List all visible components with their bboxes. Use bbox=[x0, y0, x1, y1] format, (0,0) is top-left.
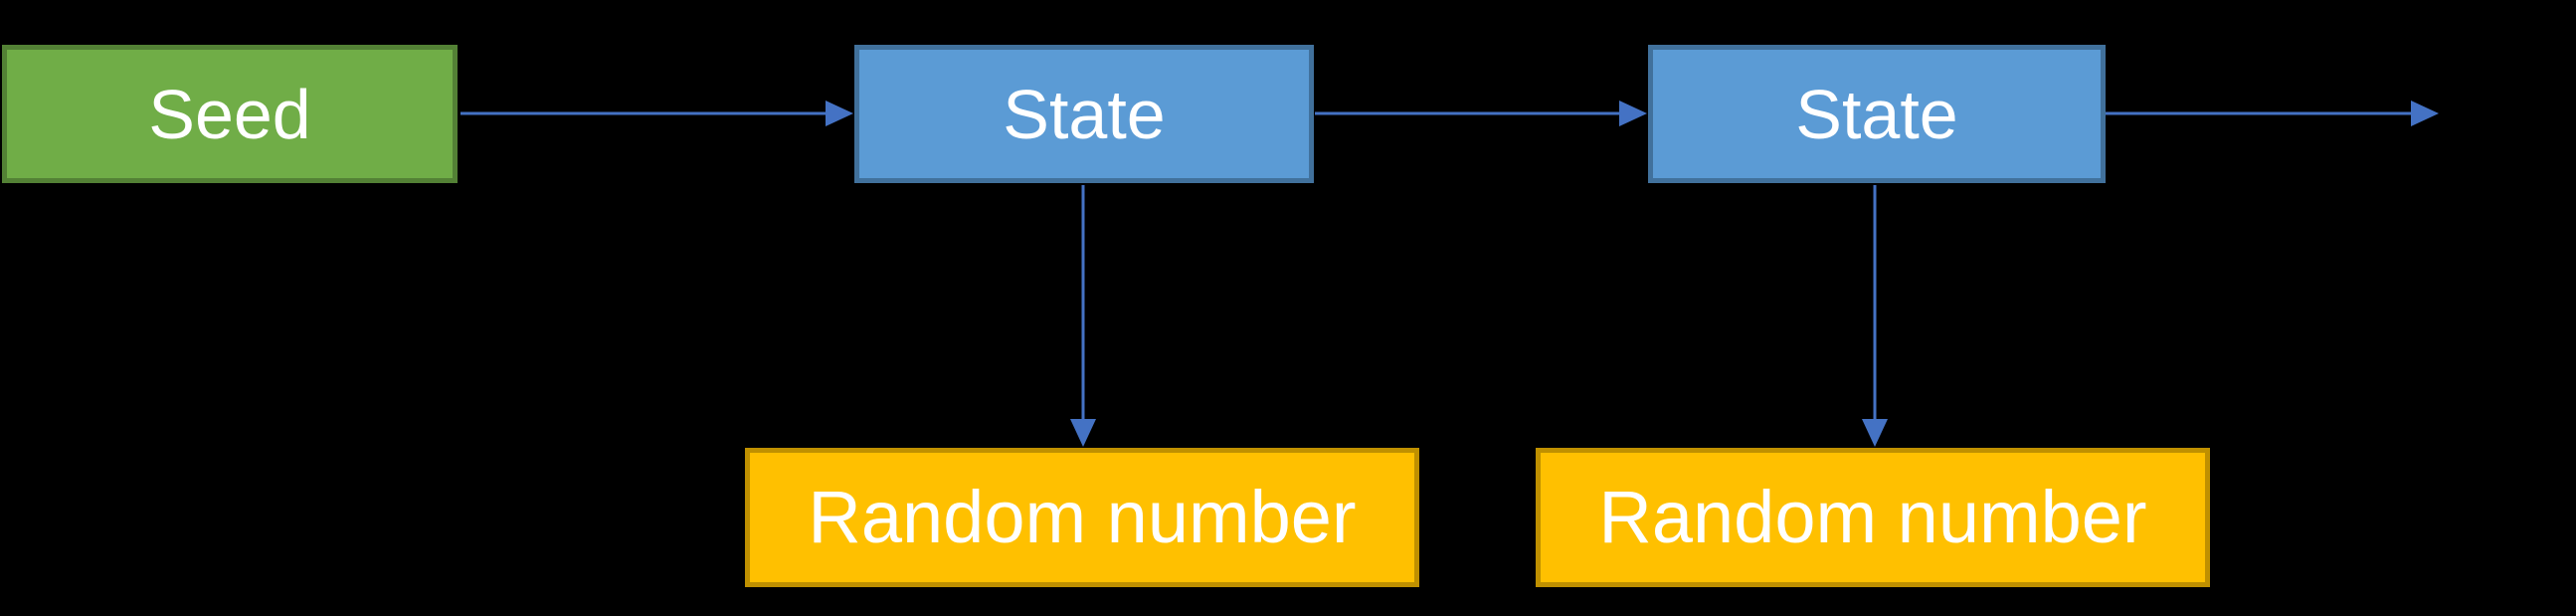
node-state-2: State bbox=[1648, 45, 2106, 183]
node-random-number-2-label: Random number bbox=[1598, 476, 2147, 558]
node-random-number-1: Random number bbox=[745, 448, 1419, 587]
node-random-number-2: Random number bbox=[1536, 448, 2210, 587]
node-seed-label: Seed bbox=[148, 75, 311, 153]
node-state-2-label: State bbox=[1795, 75, 1958, 153]
node-state-1-label: State bbox=[1003, 75, 1166, 153]
node-random-number-1-label: Random number bbox=[808, 476, 1357, 558]
node-state-1: State bbox=[854, 45, 1314, 183]
node-seed: Seed bbox=[2, 45, 458, 183]
